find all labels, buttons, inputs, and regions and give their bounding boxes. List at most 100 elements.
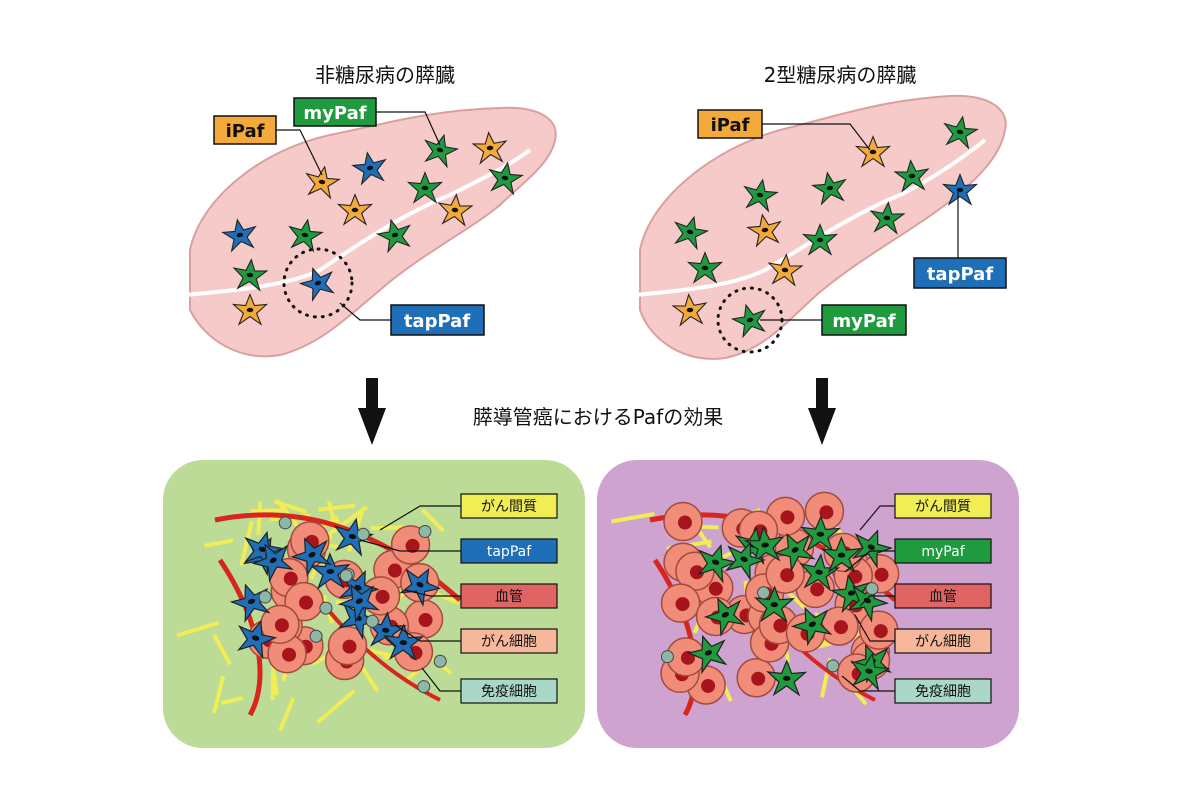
stroma-fiber	[204, 538, 234, 548]
cancer-cell-nucleus	[342, 639, 357, 654]
paf-cell	[395, 559, 446, 609]
stroma-fiber	[176, 620, 220, 638]
right-legend-cancer: がん細胞	[915, 634, 971, 650]
cancer-cell-nucleus	[375, 589, 390, 604]
immune-cell	[365, 614, 379, 628]
paf-cell	[798, 552, 841, 591]
right-ipaf-cell	[745, 211, 785, 248]
right-mypaf-cell	[740, 176, 780, 213]
stroma-fiber	[212, 634, 232, 666]
paf-cell	[333, 576, 385, 625]
cancer-cell-nucleus	[283, 571, 298, 586]
right-legend-mypaf: myPaf	[921, 544, 965, 560]
right-mypaf-cell	[669, 212, 711, 251]
cancer-cell-nucleus	[675, 597, 690, 612]
right-legend-stroma: がん間質	[915, 499, 971, 515]
left-legend-cancer: がん細胞	[481, 634, 537, 650]
left-ipaf-cell	[337, 194, 373, 225]
paf-cell	[333, 563, 383, 611]
left-legend: がん間質 tapPaf 血管 がん細胞 免疫細胞	[359, 493, 558, 704]
paf-cell	[247, 535, 298, 585]
cancer-cell-nucleus	[677, 515, 692, 530]
immune-cell	[339, 569, 353, 583]
left-legend-vessel: 血管	[495, 589, 523, 605]
left-ipaf-text: iPaf	[226, 121, 265, 142]
paf-cell	[684, 629, 733, 675]
paf-cell	[239, 526, 286, 571]
immune-cell	[417, 680, 431, 694]
right-pancreas-body	[639, 94, 1007, 360]
right-tappaf-text: tapPaf	[927, 264, 993, 285]
cancer-cell-nucleus	[708, 581, 723, 596]
left-pancreas	[184, 106, 557, 358]
stroma-fiber	[220, 695, 244, 706]
immune-cell	[865, 582, 879, 596]
left-mypaf-cell	[374, 215, 416, 254]
cancer-cell-nucleus	[418, 613, 433, 628]
cancer-cell-nucleus	[780, 510, 795, 525]
left-legend-tappaf-box	[460, 538, 558, 564]
right-mypaf-cell	[940, 113, 980, 150]
left-tappaf-cell	[296, 262, 339, 303]
paf-cell	[846, 649, 892, 692]
stroma-fiber	[273, 499, 307, 514]
left-duct	[184, 148, 532, 297]
stroma-fiber	[277, 697, 296, 732]
stroma-fiber	[358, 662, 380, 693]
stroma-fiber	[326, 505, 369, 538]
left-legend-stroma-box	[460, 493, 558, 519]
paf-cell	[310, 552, 351, 589]
left-mypaf-cell	[285, 216, 325, 253]
paf-cell	[767, 660, 807, 696]
paf-cell	[287, 530, 337, 578]
cancer-cell-nucleus	[405, 538, 420, 553]
right-legend-vessel-box	[894, 583, 992, 609]
right-legend-vessel: 血管	[929, 589, 957, 605]
paf-cell	[383, 623, 424, 661]
stroma-fiber	[316, 689, 356, 725]
immune-cell	[258, 590, 272, 604]
left-mypaf-label: myPaf	[293, 97, 377, 127]
cancer-cell-nucleus	[689, 565, 704, 580]
right-ipaf-label: iPaf	[697, 109, 763, 139]
paf-cell	[227, 577, 276, 624]
right-ipaf-text: iPaf	[711, 115, 750, 136]
right-mypaf-cell	[868, 200, 906, 235]
right-legend-immune-box	[894, 678, 992, 704]
right-mypaf-cell	[893, 158, 931, 193]
left-mypaf-cell	[407, 172, 443, 203]
stroma-fiber	[250, 508, 284, 514]
paf-cell	[769, 525, 820, 574]
stroma-fiber	[610, 511, 655, 524]
immune-cell	[826, 659, 840, 673]
paf-cell	[720, 535, 769, 582]
left-tumor-panel	[163, 460, 585, 748]
right-legend: がん間質 myPaf 血管 がん細胞 免疫細胞	[841, 493, 992, 704]
right-mypaf-cell	[687, 252, 723, 283]
left-ipaf-cell	[302, 163, 342, 200]
right-mypaf-text: myPaf	[832, 311, 895, 332]
paf-cell	[842, 575, 893, 624]
paf-cell	[787, 599, 837, 648]
left-mypaf-leader	[376, 111, 441, 146]
paf-cell	[700, 590, 750, 639]
right-tappaf-cell	[942, 174, 978, 205]
left-ipaf-cell	[436, 192, 474, 227]
immune-cell	[319, 601, 333, 615]
cancer-cell-nucleus	[819, 505, 834, 520]
left-mypaf-cell	[231, 257, 269, 292]
immune-cell	[278, 516, 292, 530]
paf-cell	[364, 610, 407, 650]
right-ipaf-leader	[762, 123, 871, 151]
stroma-fiber	[271, 670, 280, 696]
left-tappaf-cell	[350, 149, 390, 186]
right-mypaf-label: myPaf	[821, 304, 907, 336]
right-ipaf-cell	[766, 252, 804, 287]
left-legend-tappaf: tapPaf	[487, 544, 532, 560]
stroma-fiber	[270, 663, 276, 701]
left-legend-immune: 免疫細胞	[481, 684, 537, 700]
cancer-cell-nucleus	[751, 671, 766, 686]
paf-cell	[800, 515, 841, 552]
cancer-cell-nucleus	[810, 582, 825, 597]
paf-cell	[829, 571, 874, 614]
